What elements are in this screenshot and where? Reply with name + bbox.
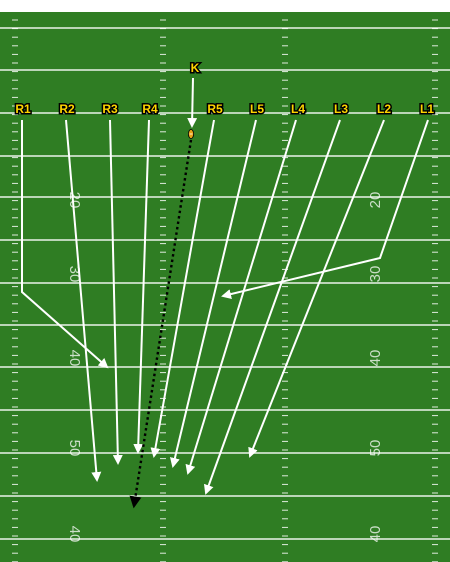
player-l1: L1 <box>420 102 434 116</box>
yard-number-left-40-lower: 40 <box>66 526 83 543</box>
yard-numbers-right: 20 30 40 50 40 <box>367 192 384 543</box>
yard-numbers-left: 20 30 40 50 40 <box>66 192 83 543</box>
player-k: K <box>191 61 200 75</box>
player-l3: L3 <box>334 102 348 116</box>
coverage-routes <box>21 77 429 495</box>
player-l2: L2 <box>377 102 391 116</box>
player-l5: L5 <box>250 102 264 116</box>
player-r5: R5 <box>207 102 223 116</box>
yard-number-right-40-lower: 40 <box>367 526 384 543</box>
yard-number-right-50: 50 <box>367 440 384 457</box>
field-top-border <box>0 0 450 12</box>
route-l2 <box>248 119 385 458</box>
player-r4: R4 <box>142 102 158 116</box>
yard-number-right-40: 40 <box>367 350 384 367</box>
route-l5 <box>170 119 257 468</box>
football-icon <box>187 129 194 139</box>
player-r2: R2 <box>59 102 75 116</box>
yard-number-left-50: 50 <box>66 440 83 457</box>
route-l3 <box>203 119 341 495</box>
player-r1: R1 <box>15 102 31 116</box>
route-r2 <box>65 119 102 482</box>
player-l4: L4 <box>291 102 305 116</box>
yard-number-left-40: 40 <box>66 350 83 367</box>
route-r5 <box>150 119 215 458</box>
route-l4 <box>185 119 297 475</box>
yard-number-right-30: 30 <box>367 266 384 283</box>
route-l1 <box>221 119 429 299</box>
player-labels: K R1 R2 R3 R4 R5 L5 L4 L3 L2 L1 <box>14 60 436 118</box>
route-r4 <box>133 119 150 454</box>
yard-number-right-20: 20 <box>367 192 384 209</box>
route-r3 <box>109 119 123 465</box>
ball-flight-path <box>129 139 193 509</box>
yard-lines <box>0 27 450 540</box>
player-r3: R3 <box>102 102 118 116</box>
yard-number-left-20: 20 <box>66 192 83 209</box>
route-r1 <box>21 120 109 369</box>
route-kicker <box>187 77 198 128</box>
